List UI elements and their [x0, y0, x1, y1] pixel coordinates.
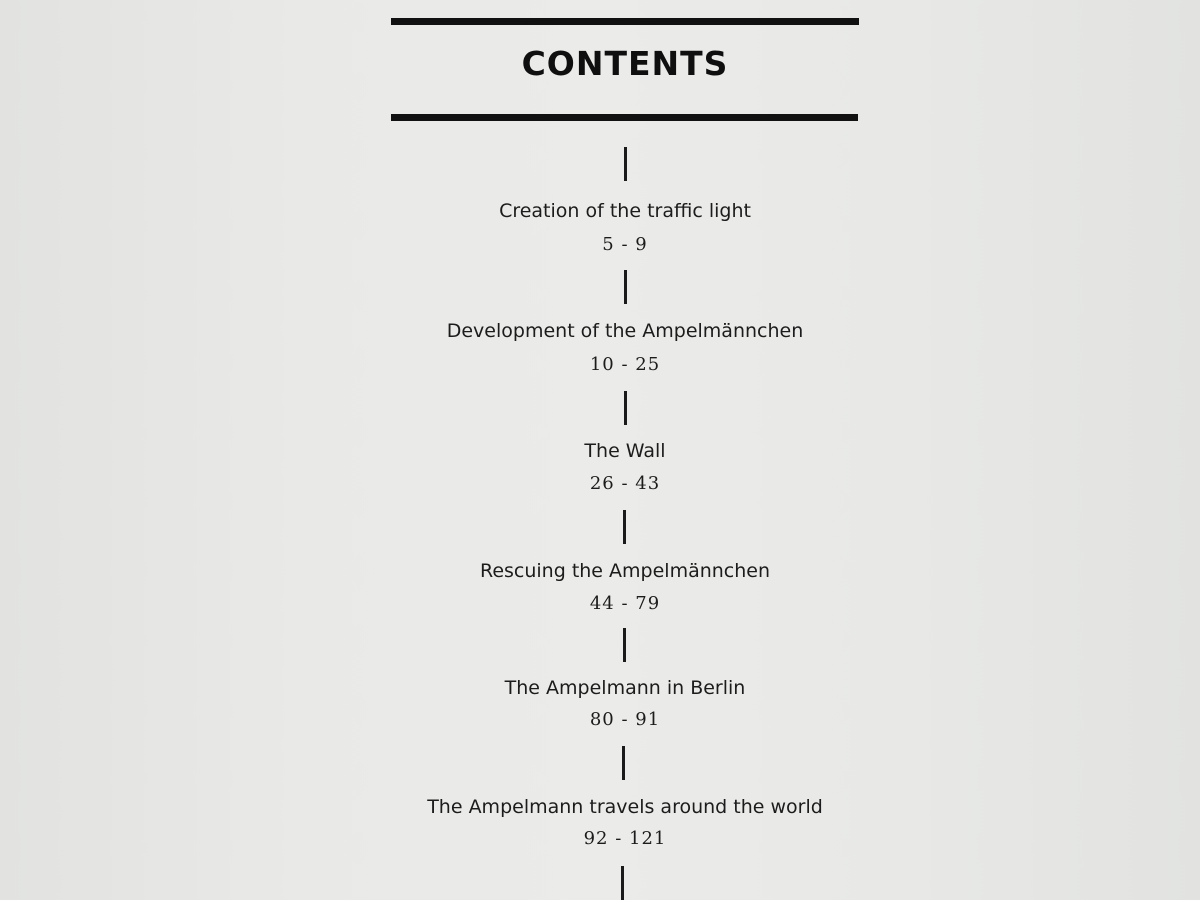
- toc-entry-title: Creation of the traffic light: [499, 200, 751, 222]
- separator-tick: [624, 147, 627, 181]
- separator-tick: [624, 270, 627, 304]
- toc-entry-title: Development of the Ampelmännchen: [446, 320, 804, 342]
- separator-tick: [623, 510, 626, 544]
- separator-tick: [621, 866, 624, 900]
- page-title: CONTENTS: [521, 44, 729, 83]
- toc-entry-pages: 10 - 25: [589, 354, 661, 375]
- toc-entry-pages: 26 - 43: [589, 473, 661, 494]
- toc-entry-title: The Wall: [584, 440, 666, 462]
- toc-entry-pages: 80 - 91: [589, 709, 661, 730]
- bottom-rule: [391, 114, 858, 121]
- toc-entry-title: The Ampelmann in Berlin: [504, 677, 746, 699]
- toc-entry-title: The Ampelmann travels around the world: [427, 796, 823, 818]
- separator-tick: [624, 391, 627, 425]
- separator-tick: [623, 628, 626, 662]
- separator-tick: [622, 746, 625, 780]
- toc-entry-title: Rescuing the Ampelmännchen: [479, 560, 771, 582]
- toc-entry-pages: 44 - 79: [589, 593, 661, 614]
- top-rule: [391, 18, 859, 25]
- toc-entry-pages: 5 - 9: [602, 234, 648, 255]
- toc-entry-pages: 92 - 121: [583, 828, 667, 849]
